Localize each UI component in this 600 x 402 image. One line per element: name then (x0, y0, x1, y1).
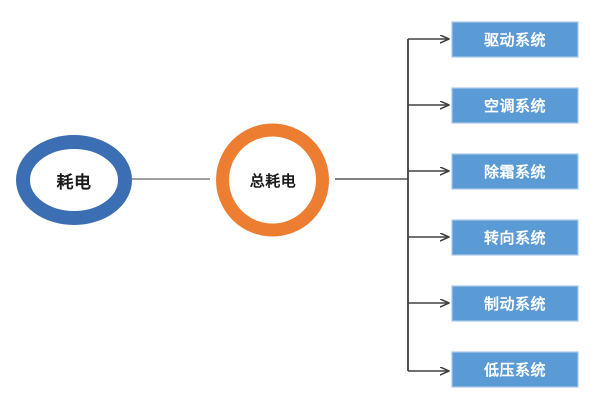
leaf-box-6[interactable] (451, 351, 579, 388)
leaf-box-2[interactable] (451, 87, 579, 124)
leaf-box-1[interactable] (451, 21, 579, 58)
root-node-shape[interactable] (16, 135, 132, 225)
leaf-box-3[interactable] (451, 153, 579, 190)
hub-node-shape[interactable] (216, 123, 329, 237)
leaf-box-5[interactable] (451, 285, 579, 322)
leaf-box-4[interactable] (451, 219, 579, 256)
